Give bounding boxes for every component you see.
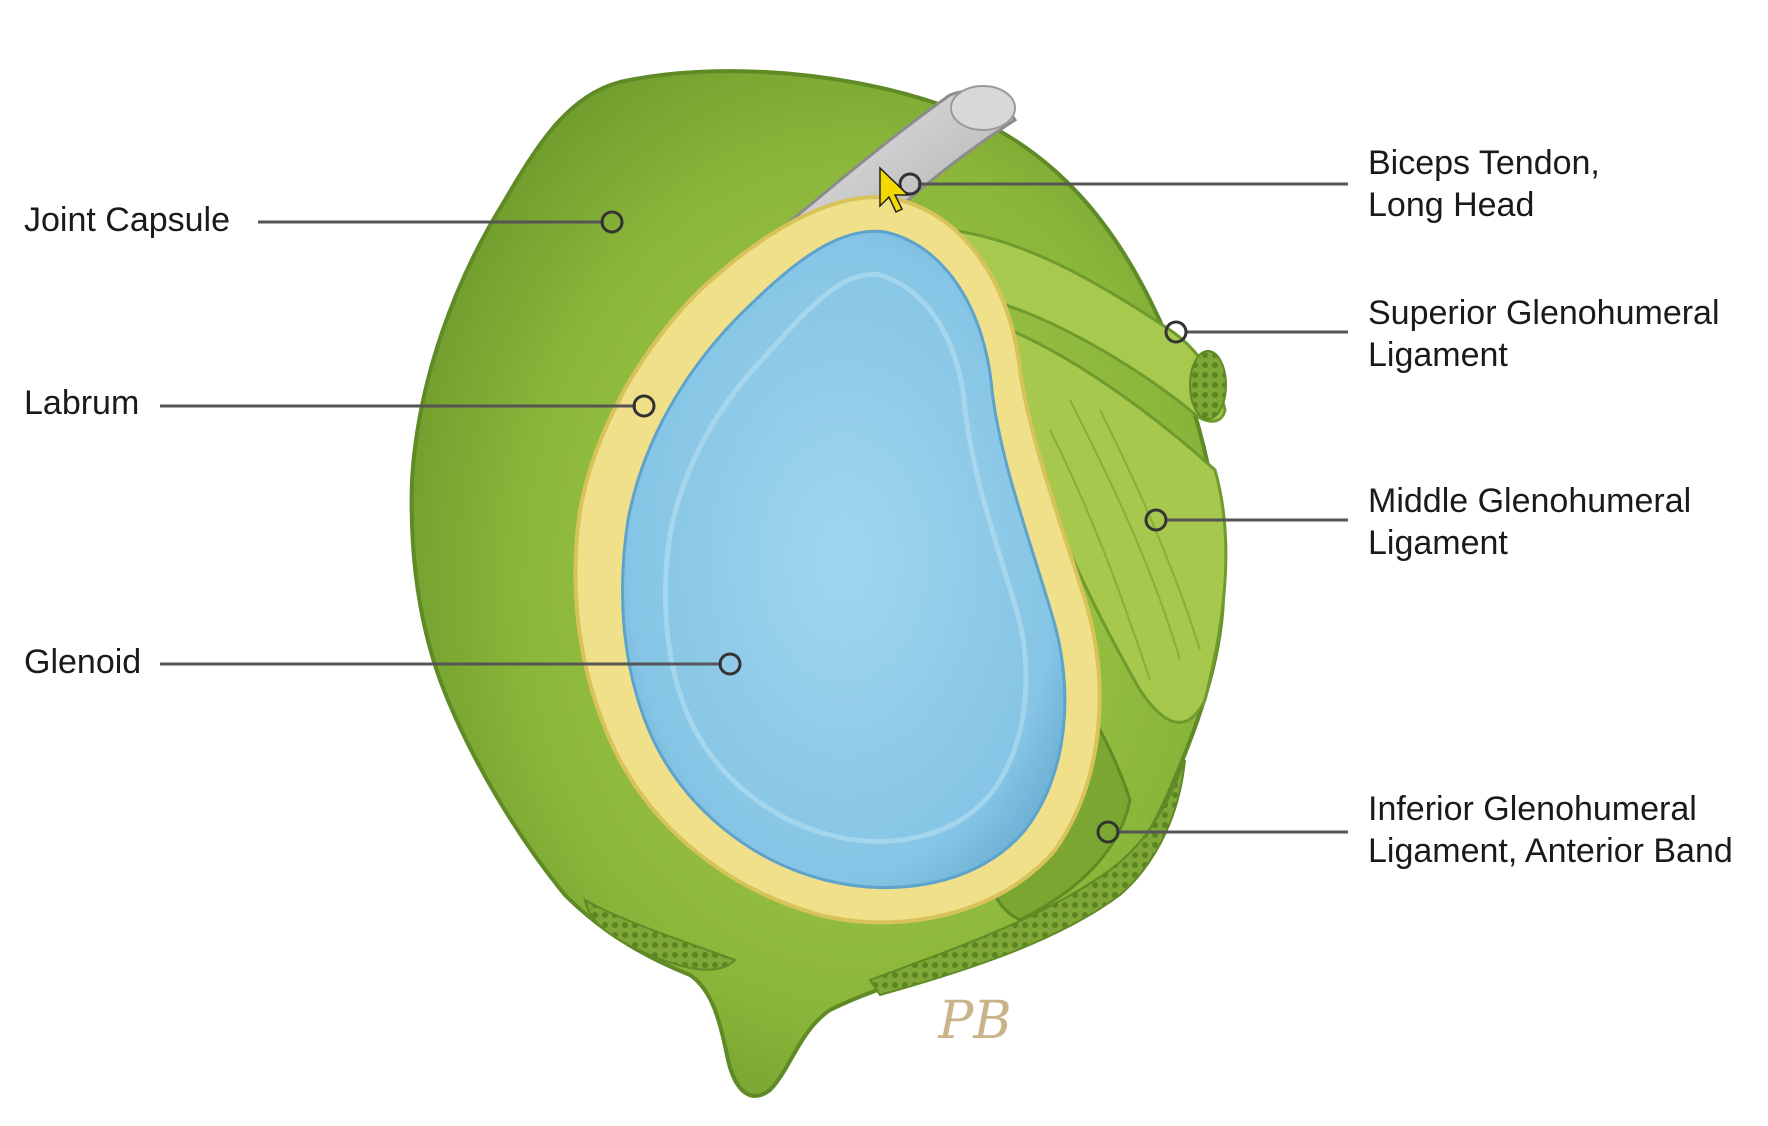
label-biceps-tendon: Biceps Tendon, Long Head [1368, 144, 1600, 224]
marker-mgl [1144, 508, 1168, 532]
marker-sgl [1164, 320, 1188, 344]
glenoid-inner-rim [662, 271, 1029, 844]
label-glenoid: Glenoid [24, 643, 142, 681]
capsule-lower-fold-left [583, 898, 737, 971]
marker-igl [1096, 820, 1120, 844]
marker-joint-capsule [600, 210, 624, 234]
superior-ligament-cut-end [1189, 350, 1227, 420]
label-middle-glenohumeral-ligament: Middle Glenohumeral Ligament [1368, 482, 1692, 562]
artist-signature: PB [937, 991, 1011, 1051]
marker-glenoid [718, 652, 742, 676]
marker-labrum [632, 394, 656, 418]
biceps-tendon-cut-end [950, 85, 1016, 131]
label-labrum: Labrum [24, 384, 140, 422]
mouse-cursor-icon [879, 166, 910, 214]
marker-biceps [898, 172, 922, 196]
label-inferior-glenohumeral-ligament: Inferior Glenohumeral Ligament, Anterior… [1368, 790, 1733, 870]
label-superior-glenohumeral-ligament: Superior Glenohumeral Ligament [1368, 294, 1720, 374]
label-joint-capsule: Joint Capsule [24, 201, 231, 239]
